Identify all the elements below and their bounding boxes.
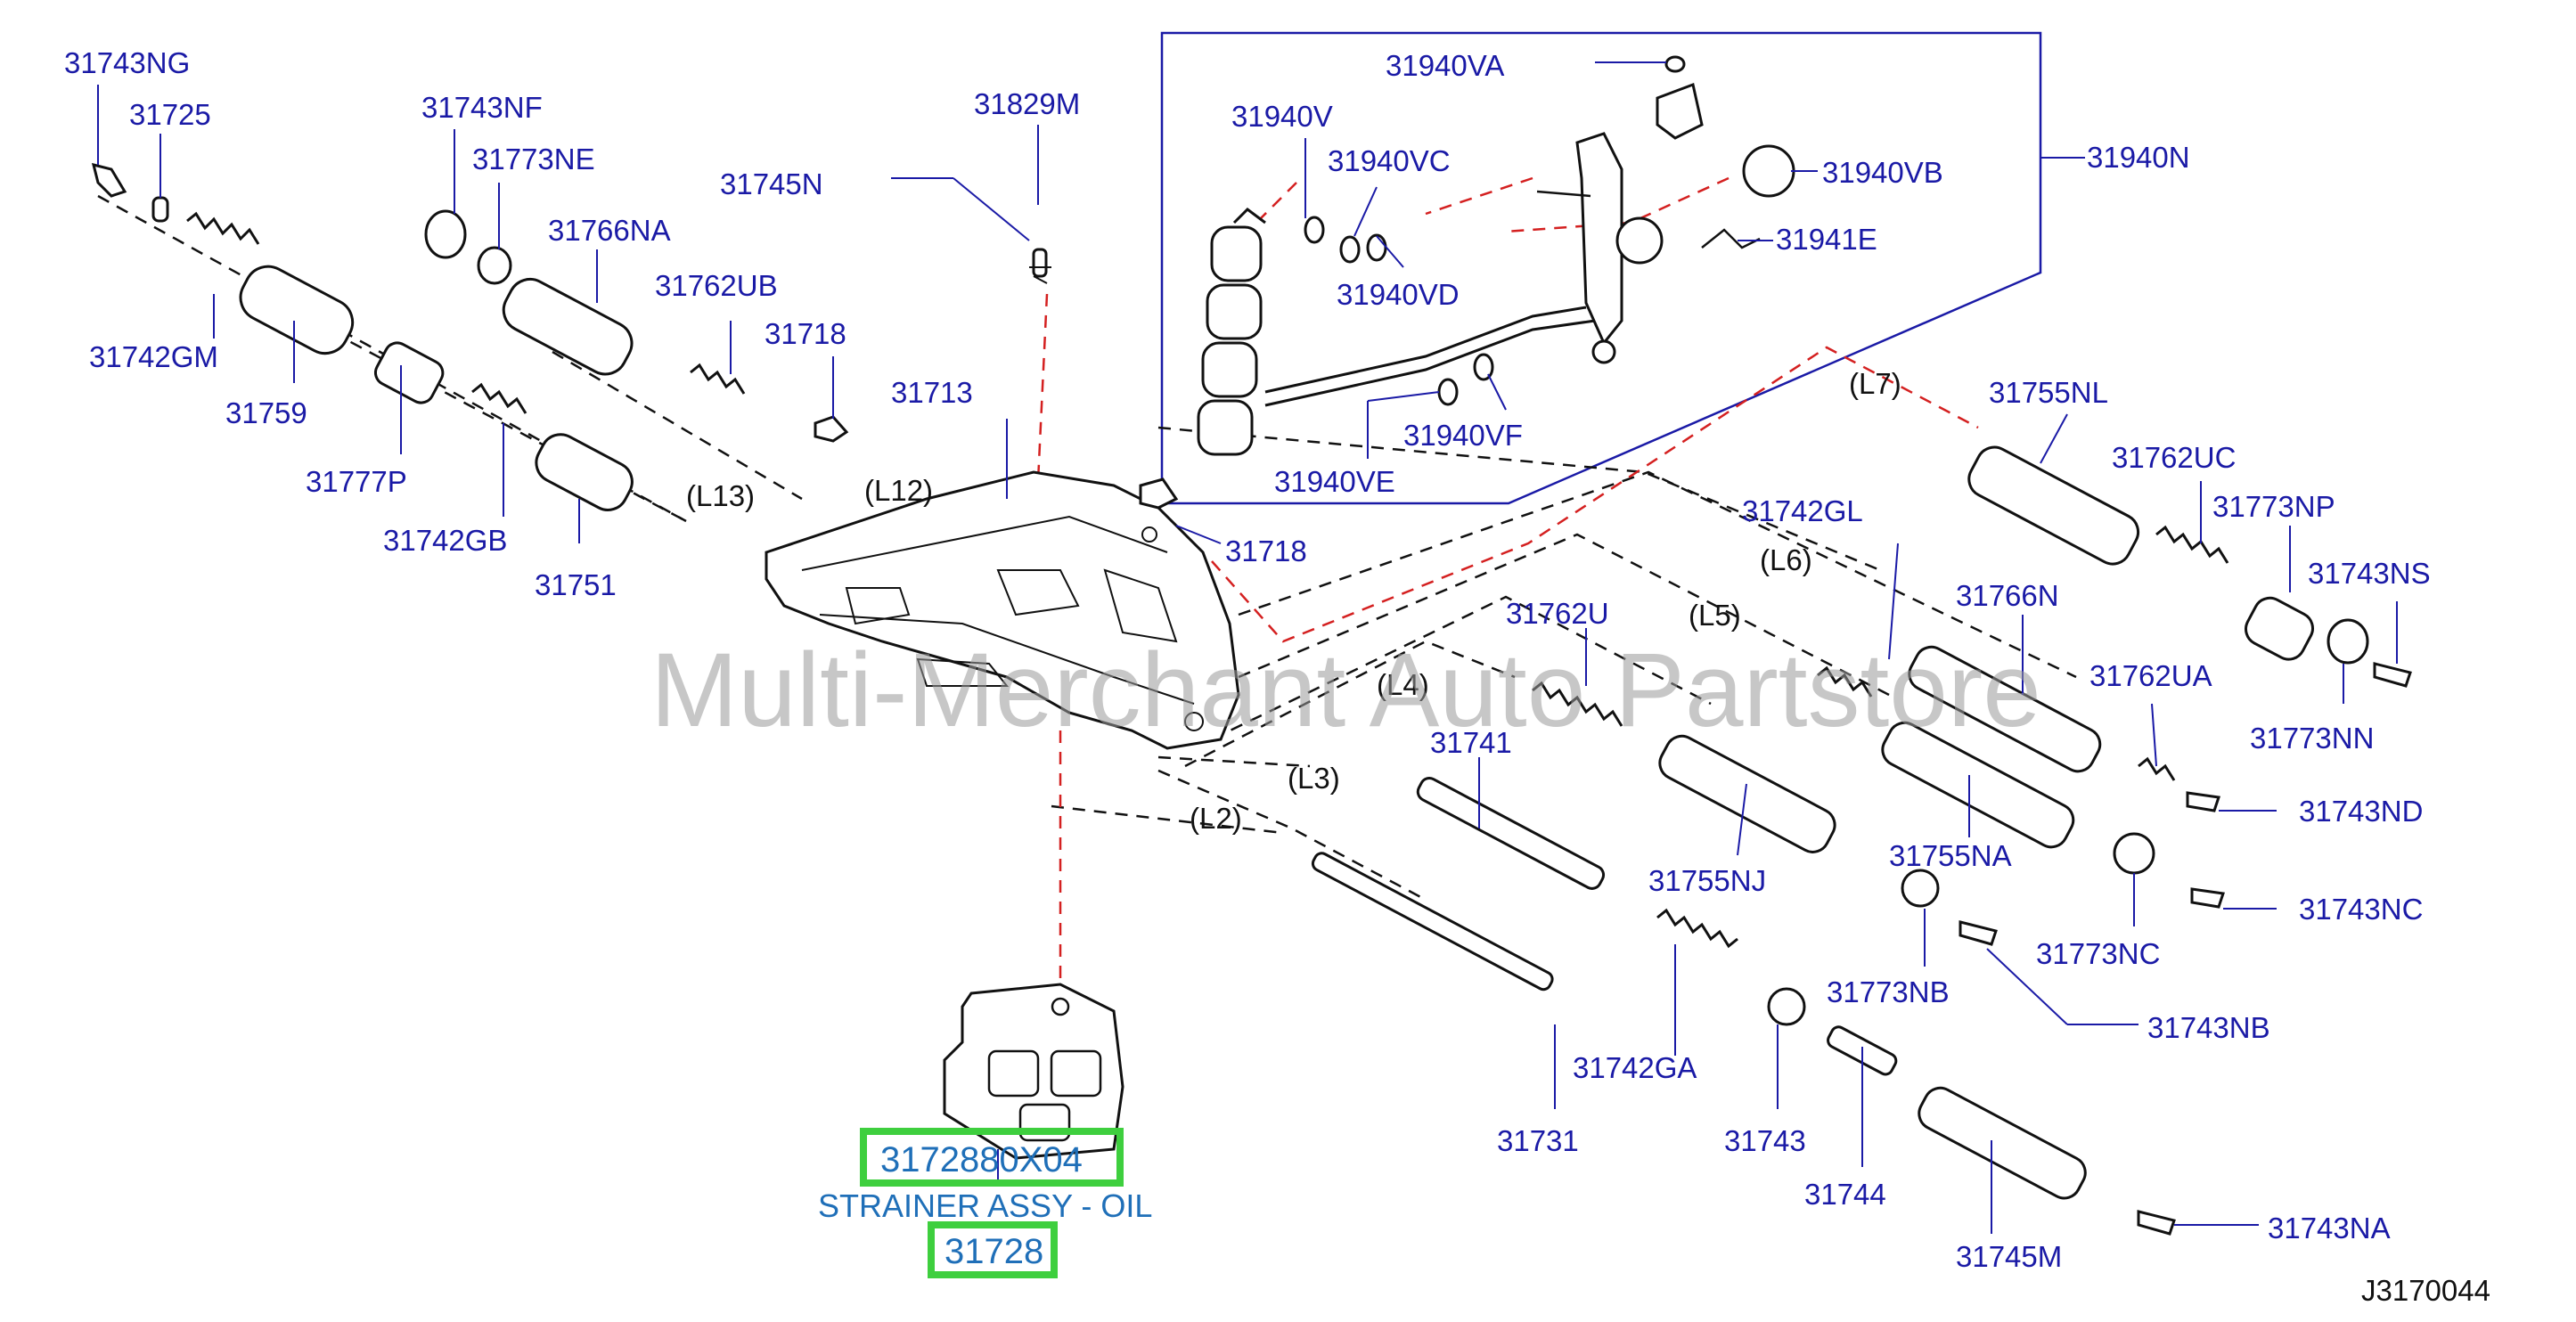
callout-31940N[interactable]: 31940N xyxy=(2087,141,2190,174)
highlight-box-ref[interactable] xyxy=(928,1221,1058,1278)
callout-31744[interactable]: 31744 xyxy=(1804,1178,1886,1211)
callout-31941E[interactable]: 31941E xyxy=(1776,223,1877,256)
callout-31766NA[interactable]: 31766NA xyxy=(548,214,671,247)
line-label-l2: (L2) xyxy=(1190,802,1242,835)
callout-31755NL[interactable]: 31755NL xyxy=(1989,376,2108,409)
callout-31742GL[interactable]: 31742GL xyxy=(1742,494,1863,527)
callout-31762UB[interactable]: 31762UB xyxy=(655,269,778,302)
callout-31743NG[interactable]: 31743NG xyxy=(64,46,190,79)
line-label-l13: (L13) xyxy=(686,479,755,512)
callout-31766N[interactable]: 31766N xyxy=(1956,579,2059,612)
o-rings xyxy=(1304,55,1795,406)
callout-31718-b[interactable]: 31718 xyxy=(1225,535,1307,567)
callout-31743NF[interactable]: 31743NF xyxy=(421,91,543,124)
diagram-code: J3170044 xyxy=(2361,1274,2490,1307)
callout-31741[interactable]: 31741 xyxy=(1430,726,1512,759)
oil-strainer xyxy=(943,983,1124,1160)
callout-31745M[interactable]: 31745M xyxy=(1956,1240,2062,1273)
callout-31743NS[interactable]: 31743NS xyxy=(2308,557,2431,590)
callout-31773NC[interactable]: 31773NC xyxy=(2036,937,2160,970)
callout-31743NC[interactable]: 31743NC xyxy=(2299,893,2423,926)
callout-labels: 31743NG 31725 31743NF 31773NE 31766NA 31… xyxy=(64,46,2431,1273)
callout-31743ND[interactable]: 31743ND xyxy=(2299,795,2423,828)
callout-31731[interactable]: 31731 xyxy=(1497,1124,1579,1157)
highlight-part-number[interactable]: 3172880X04 xyxy=(880,1140,1083,1179)
line-label-l6: (L6) xyxy=(1760,543,1812,576)
callout-31751[interactable]: 31751 xyxy=(535,568,617,601)
callout-31742GM[interactable]: 31742GM xyxy=(89,340,218,373)
solenoid-assembly xyxy=(1197,82,1704,456)
callout-31743[interactable]: 31743 xyxy=(1724,1124,1806,1157)
highlight-description: STRAINER ASSY - OIL xyxy=(818,1187,1152,1224)
callout-31713[interactable]: 31713 xyxy=(891,376,973,409)
callout-31762UA[interactable]: 31762UA xyxy=(2089,659,2212,692)
callout-31718-a[interactable]: 31718 xyxy=(765,317,846,350)
callout-31829M[interactable]: 31829M xyxy=(974,87,1080,120)
highlight-callout: 3172880X04 STRAINER ASSY - OIL 31728 xyxy=(818,1128,1152,1278)
left-parts xyxy=(91,162,1179,511)
line-label-l5: (L5) xyxy=(1689,599,1741,632)
callout-31762UC[interactable]: 31762UC xyxy=(2112,441,2236,474)
line-label-l12: (L12) xyxy=(864,474,933,507)
callout-31742GA[interactable]: 31742GA xyxy=(1573,1051,1697,1084)
callout-31777P[interactable]: 31777P xyxy=(306,465,407,498)
callout-31742GB[interactable]: 31742GB xyxy=(383,524,507,557)
right-parts xyxy=(1311,445,2412,1236)
highlight-box-part-number[interactable] xyxy=(860,1128,1124,1187)
callout-31940VC[interactable]: 31940VC xyxy=(1328,144,1451,177)
callout-31743NA[interactable]: 31743NA xyxy=(2268,1212,2391,1244)
callout-31773NN[interactable]: 31773NN xyxy=(2250,722,2374,755)
line-labels: (L13) (L12) (L7) (L6) (L5) (L4) (L3) (L2… xyxy=(686,367,1901,835)
callout-31940VA[interactable]: 31940VA xyxy=(1386,49,1504,82)
highlight-ref[interactable]: 31728 xyxy=(945,1232,1043,1271)
callout-31745N[interactable]: 31745N xyxy=(720,167,823,200)
leader-lines xyxy=(97,61,2398,1234)
callout-31759[interactable]: 31759 xyxy=(225,396,307,429)
callout-31940VB[interactable]: 31940VB xyxy=(1822,156,1943,189)
callout-31773NP[interactable]: 31773NP xyxy=(2212,490,2335,523)
valve-body-plate xyxy=(765,470,1240,750)
watermark: Multi-Merchant Auto Partstore xyxy=(650,632,2041,749)
callout-31940VE[interactable]: 31940VE xyxy=(1274,465,1395,498)
line-label-l7: (L7) xyxy=(1849,367,1901,400)
callout-31773NE[interactable]: 31773NE xyxy=(472,143,595,175)
callout-31773NB[interactable]: 31773NB xyxy=(1827,975,1950,1008)
callout-31762U[interactable]: 31762U xyxy=(1506,597,1609,630)
line-label-l4: (L4) xyxy=(1377,668,1429,701)
callout-31725[interactable]: 31725 xyxy=(129,98,211,131)
callout-31940V[interactable]: 31940V xyxy=(1231,100,1333,133)
callout-31755NA[interactable]: 31755NA xyxy=(1889,839,2012,872)
line-label-l3: (L3) xyxy=(1288,762,1340,795)
callout-31940VF[interactable]: 31940VF xyxy=(1403,419,1523,452)
callout-31743NB[interactable]: 31743NB xyxy=(2147,1011,2270,1044)
callout-31940VD[interactable]: 31940VD xyxy=(1337,278,1460,311)
solenoid-group-frame xyxy=(1160,31,2085,505)
callout-31755NJ[interactable]: 31755NJ xyxy=(1648,864,1766,897)
